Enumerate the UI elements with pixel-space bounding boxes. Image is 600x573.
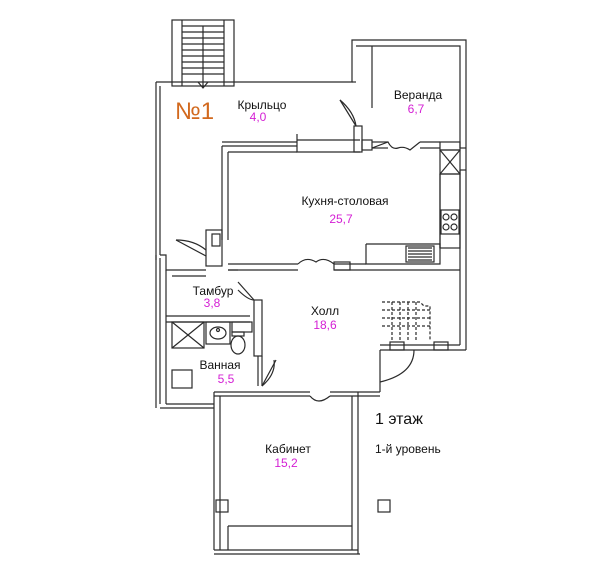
entrance-stairs (171, 19, 235, 89)
room-name-porch: Крыльцо (237, 98, 287, 112)
room-name-study: Кабинет (265, 442, 311, 456)
room-area-kitchen: 25,7 (329, 212, 353, 226)
room-area-veranda: 6,7 (407, 102, 425, 116)
room-area-bathroom: 5,5 (217, 372, 235, 386)
room-area-hall: 18,6 (313, 318, 337, 332)
room-area-study: 15,2 (274, 456, 298, 470)
floor-title: 1 этаж (375, 411, 423, 428)
room-area-vestibule: 3,8 (203, 296, 221, 310)
room-name-hall: Холл (310, 304, 340, 318)
room-name-kitchen: Кухня-столовая (301, 194, 389, 208)
room-name-veranda: Веранда (393, 88, 443, 102)
interior-stairs (382, 301, 431, 340)
plan-number: №1 (175, 98, 215, 125)
room-area-porch: 4,0 (249, 110, 267, 124)
doors (175, 99, 421, 402)
room-name-bathroom: Ванная (199, 358, 241, 372)
floor-level: 1-й уровень (375, 442, 441, 456)
room-name-vestibule: Тамбур (192, 284, 234, 298)
outer-walls (155, 39, 467, 555)
